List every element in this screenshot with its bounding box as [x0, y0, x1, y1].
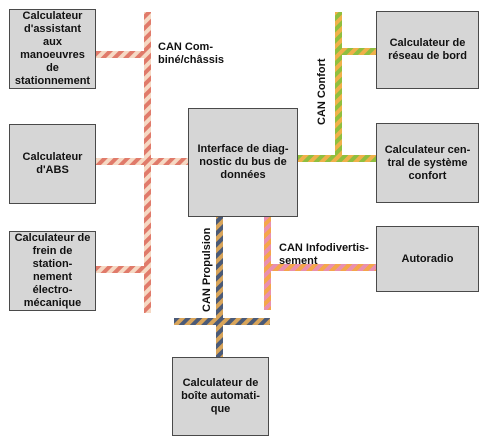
electric-parking-brake-ecu-box: Calculateur de frein de station-nement é… [9, 231, 96, 311]
can-chassis-bus [96, 12, 190, 313]
can-infotainment-branch-radio [264, 264, 376, 271]
can-confort-branch-comfort [298, 155, 376, 162]
gearbox-ecu-box: Calculateur de boîte automati-que [172, 357, 269, 436]
parking-assist-ecu-box: Calculateur d'assistant aux manoeuvres d… [9, 9, 96, 89]
can-propulsion-label: CAN Propulsion [201, 227, 213, 312]
comfort-system-ecu-box: Calculateur cen-tral de système confort [376, 123, 479, 203]
onboard-network-ecu-box: Calculateur de réseau de bord [376, 11, 479, 89]
can-chassis-branch-epb [96, 266, 147, 273]
abs-ecu-box: Calculateur d'ABS [9, 124, 96, 204]
can-infotainment-trunk [264, 217, 271, 310]
radio-box: Autoradio [376, 226, 479, 292]
can-confort-label: CAN Confort [316, 58, 328, 125]
can-confort-branch-onboard [338, 48, 376, 55]
can-propulsion-crossbar [174, 318, 270, 325]
diagnostic-interface-box: Interface de diag-nostic du bus de donné… [188, 108, 298, 217]
can-infotainment-label: CAN Infodivertis-sement [279, 242, 369, 267]
can-infotainment-bus [264, 217, 376, 310]
can-chassis-label: CAN Com-biné/châssis [158, 41, 225, 66]
can-chassis-branch-abs [96, 158, 190, 165]
can-chassis-branch-parking [96, 51, 147, 58]
can-propulsion-trunk [216, 217, 223, 360]
can-propulsion-bus [174, 217, 270, 360]
can-confort-bus [298, 12, 376, 162]
can-confort-trunk [335, 12, 342, 162]
